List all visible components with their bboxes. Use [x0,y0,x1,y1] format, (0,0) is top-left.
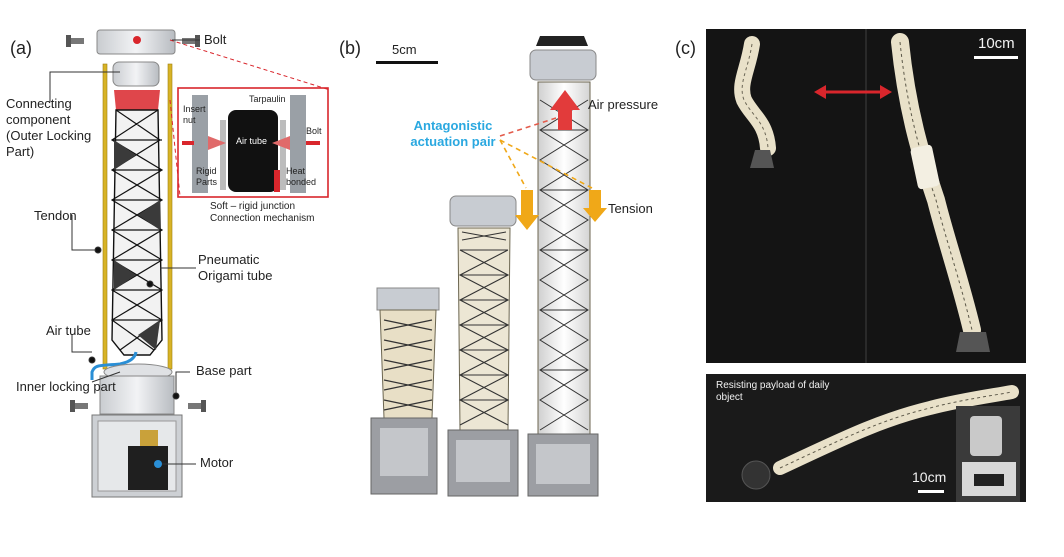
inset-label-air-tube: Air tube [236,136,268,146]
inset-label-bolt: Bolt [306,126,322,136]
label-motor: Motor [200,455,234,470]
extension-double-arrow [814,85,892,99]
inset-label-insert-nut: Insert nut [183,104,206,125]
outer-locking-ring [112,61,160,87]
inset-label-tarpaulin: Tarpaulin [249,94,286,104]
bolt-left-base [70,400,88,412]
bolt-right-top [182,35,200,47]
panel-label-c: (c) [675,38,696,58]
top-connector [96,29,176,55]
leader-lines-a [49,39,200,465]
actuator-medium [447,195,519,497]
connector-marker [133,36,141,44]
panel-c-photos [706,29,1026,502]
label-connecting-component: Connecting component (Outer Locking Part… [6,96,92,159]
label-pneumatic-origami-tube: Pneumatic Origami tube [198,252,273,283]
panel-label-b: (b) [339,38,361,58]
panel-a-diagram [49,29,331,498]
motor-housing [91,414,183,498]
scale-bar-c-bottom [918,490,944,493]
label-payload: Resisting payload of daily object [716,380,830,403]
air-pressure-arrow [550,90,580,130]
junction-inset [169,39,331,198]
label-bolt: Bolt [204,32,227,47]
label-scale-c-top: 10cm [978,35,1015,52]
motor-marker [154,460,162,468]
actuator-tall [527,36,599,497]
label-base-part: Base part [196,363,252,378]
inset-caption: Soft – rigid junction Connection mechani… [210,201,315,224]
air-tube [90,351,138,380]
label-tendon: Tendon [34,208,77,223]
scale-bar-c-top [974,56,1018,59]
tension-arrow-right [583,190,607,222]
inset-label-rigid-parts: Rigid Parts [196,166,218,187]
actuator-short [370,287,440,495]
tension-arrow-left [515,190,539,230]
antagonistic-dash-lines [499,117,593,189]
mug-on-scale [956,406,1020,502]
base-part [99,375,175,415]
inset-label-heat-bonded: Heat bonded [286,166,317,187]
label-antagonistic-pair: Antagonistic actuation pair [410,118,496,149]
origami-tube [110,90,164,356]
bolt-right-base [188,400,206,412]
tendon-left [102,63,108,370]
bolt-left-top [66,35,84,47]
label-scale-c-bottom: 10cm [912,469,947,485]
label-air-pressure: Air pressure [588,97,659,112]
label-scale-b: 5cm [392,42,417,57]
panel-label-a: (a) [10,38,32,58]
label-tension: Tension [608,201,653,216]
motor-body [128,446,168,490]
scale-bar-b [376,61,438,64]
panel-b-diagram [370,36,607,497]
label-air-tube: Air tube [46,323,91,338]
label-inner-locking-part: Inner locking part [16,379,116,394]
